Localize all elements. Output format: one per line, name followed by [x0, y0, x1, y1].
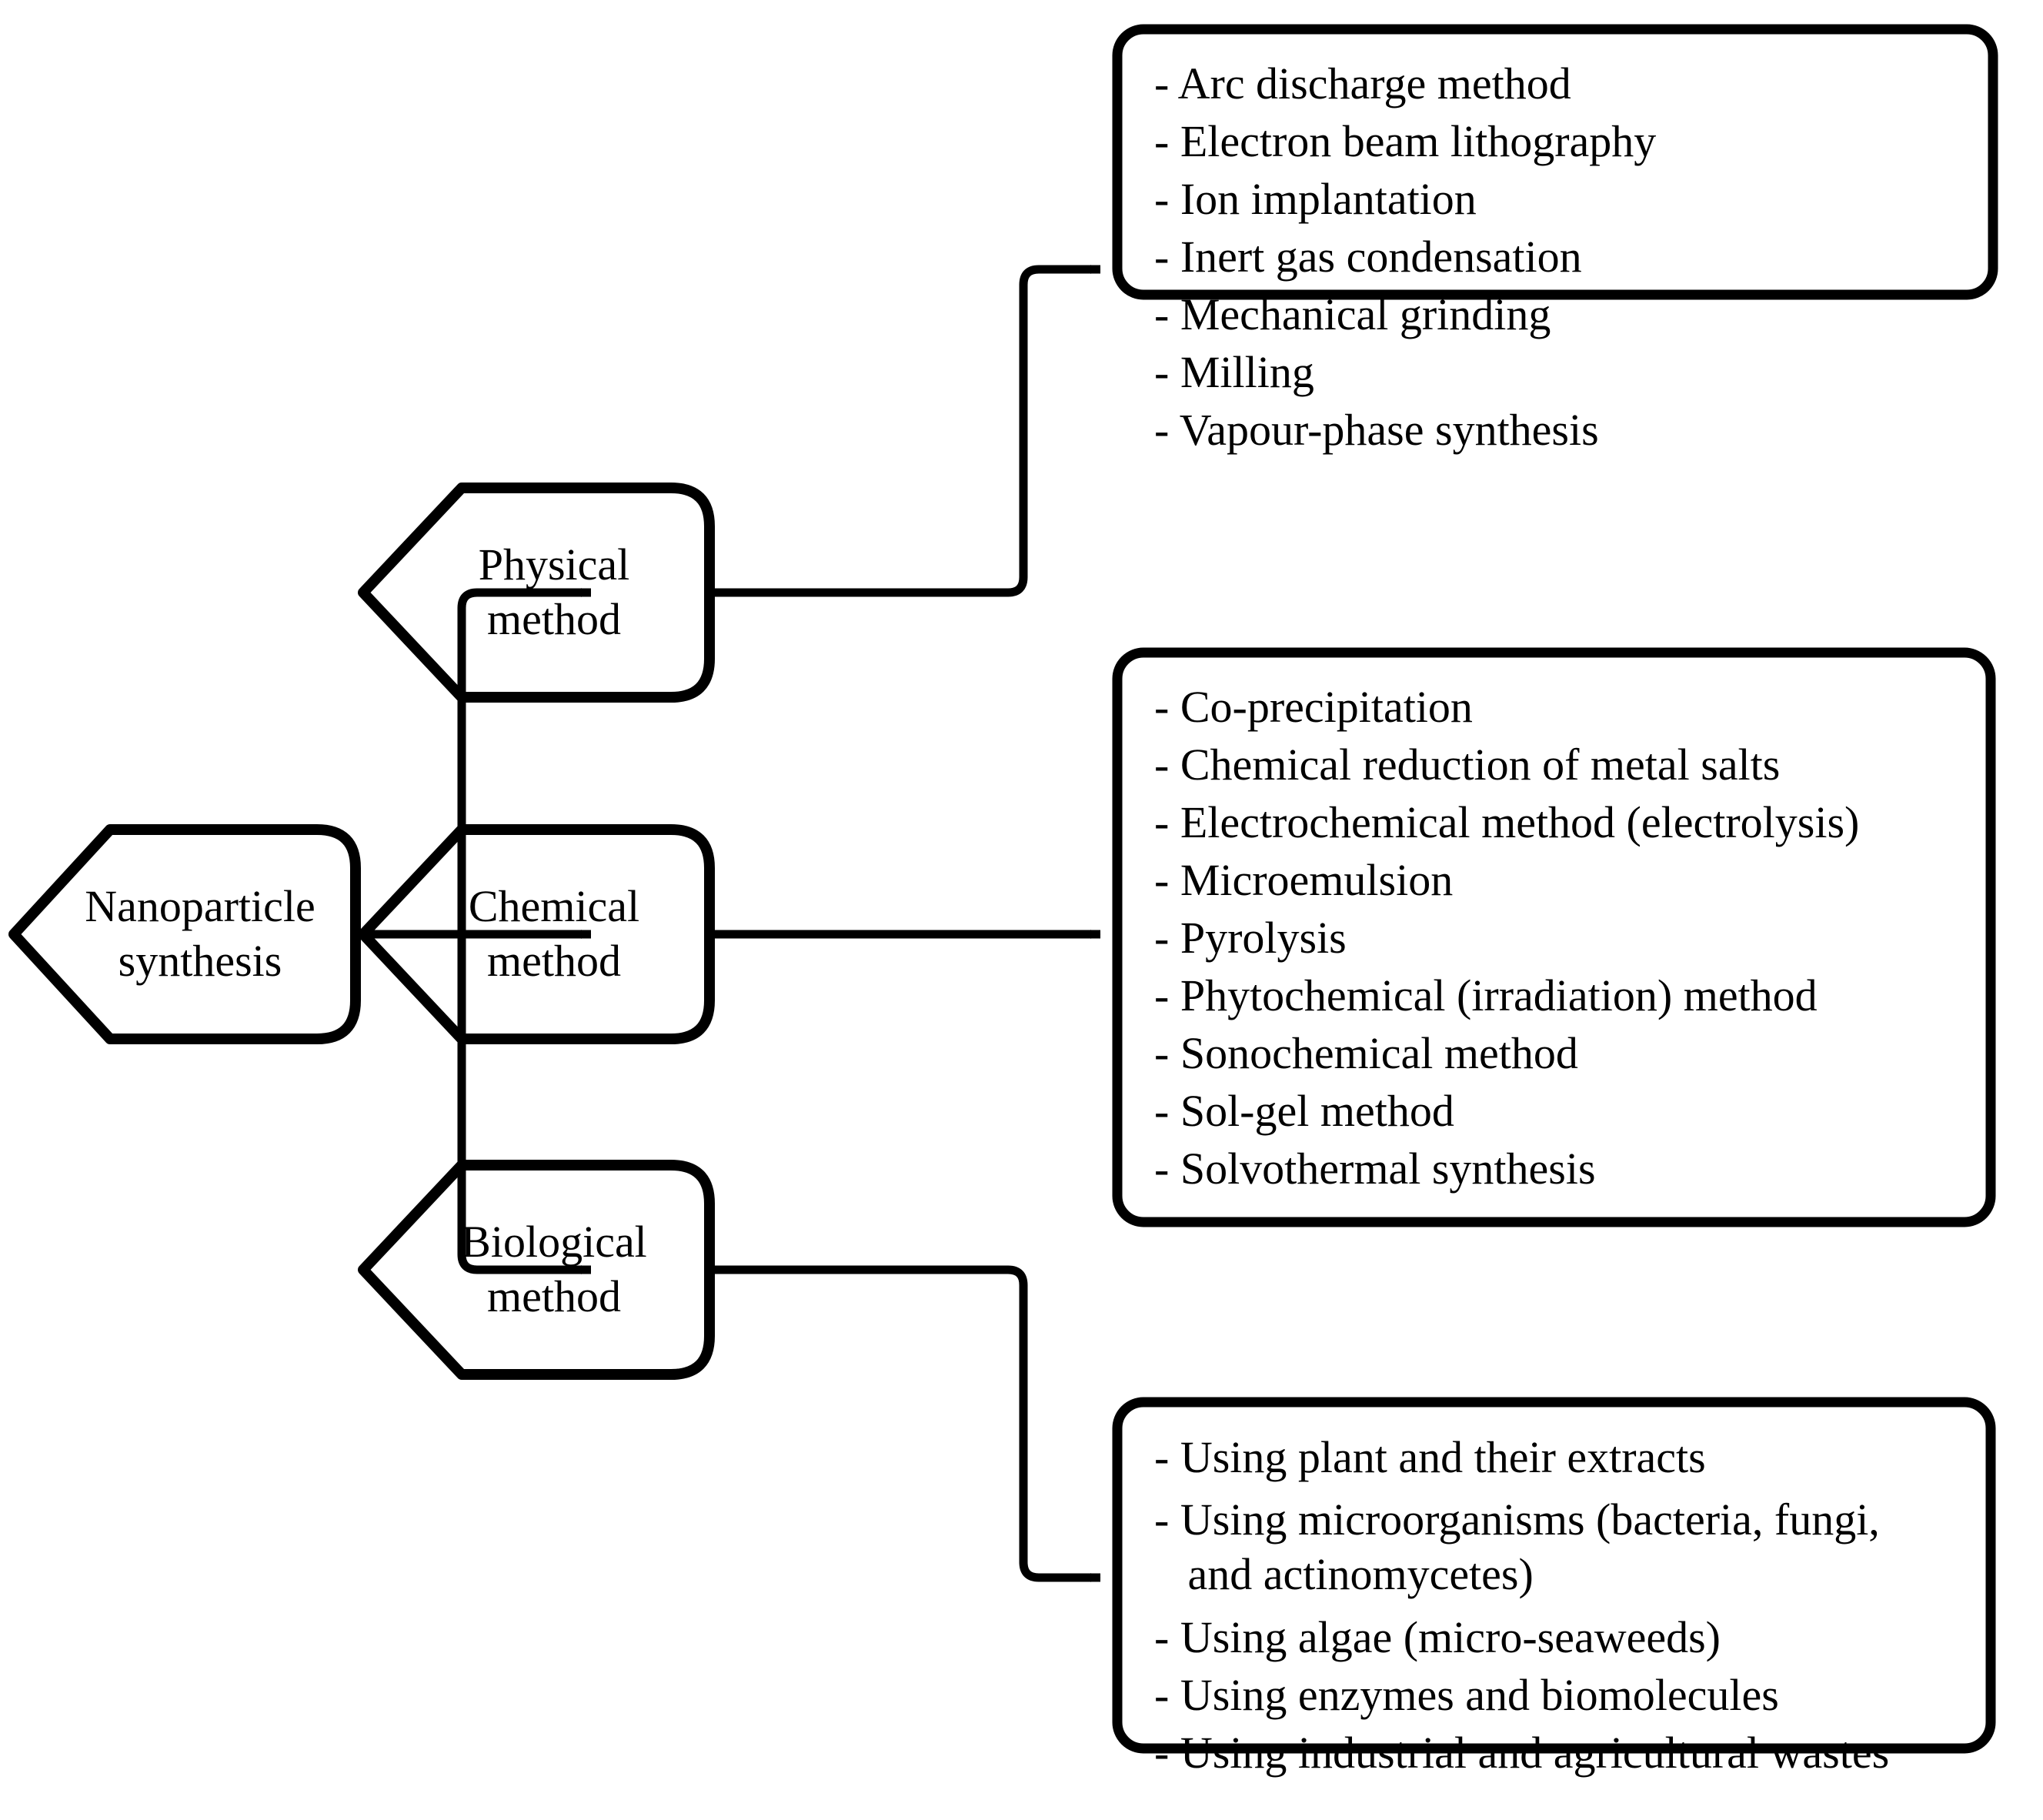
list-biological-methods: - Using plant and their extracts - Using…: [1154, 1420, 1970, 1775]
list-item: - Electrochemical method (electrolysis): [1154, 797, 1860, 847]
list-box-physical-methods: [1112, 24, 1998, 300]
list-item: - Using enzymes and biomolecules: [1154, 1669, 1779, 1720]
connector-physical-to-list: [709, 265, 1101, 597]
list-box-chemical-methods: [1112, 647, 1996, 1227]
node-shape-nanoparticle-synthesis[interactable]: [8, 824, 361, 1044]
list-item: - Pyrolysis: [1154, 913, 1347, 963]
list-item: - Inert gas condensation: [1154, 232, 1582, 282]
physical-method-list: - Arc discharge method - Electron beam l…: [1154, 62, 1970, 452]
list-item: - Mechanical grinding: [1154, 289, 1551, 339]
list-item: - Chemical reduction of metal salts: [1154, 740, 1781, 790]
list-physical-methods: - Arc discharge method - Electron beam l…: [1154, 46, 1970, 452]
connector-biological-to-list: [709, 1265, 1101, 1582]
list-item: - Co-precipitation: [1154, 682, 1473, 732]
list-item: - Using algae (micro-seaweeds): [1154, 1611, 1721, 1662]
list-item: - Using industrial and agricultural wast…: [1154, 1727, 1890, 1778]
list-item: - Sonochemical method: [1154, 1028, 1578, 1078]
list-item: - Sol-gel method: [1154, 1086, 1454, 1136]
list-item: - Ion implantation: [1154, 174, 1477, 224]
biological-method-list: - Using plant and their extracts - Using…: [1154, 1435, 1970, 1775]
list-item: - Microemulsion: [1154, 855, 1454, 905]
list-item: - Solvothermal synthesis: [1154, 1144, 1596, 1194]
list-item: - Vapour-phase synthesis: [1154, 405, 1599, 455]
connector-trunk-to-biological: [457, 1254, 592, 1274]
list-item: - Using plant and their extracts: [1154, 1432, 1706, 1482]
list-item: - Phytochemical (irradiation) method: [1154, 970, 1818, 1020]
list-box-biological-methods: [1112, 1397, 1996, 1754]
chemical-method-list: - Co-precipitation - Chemical reduction …: [1154, 685, 1970, 1191]
list-item: - Electron beam lithography: [1154, 116, 1657, 166]
list-item: - Milling: [1154, 347, 1314, 397]
list-item: - Arc discharge method: [1154, 58, 1571, 109]
list-chemical-methods: - Co-precipitation - Chemical reduction …: [1154, 670, 1970, 1191]
connector-trunk-to-physical: [457, 588, 592, 609]
list-item: - Using microorganisms (bacteria, fungi,…: [1154, 1494, 1880, 1599]
